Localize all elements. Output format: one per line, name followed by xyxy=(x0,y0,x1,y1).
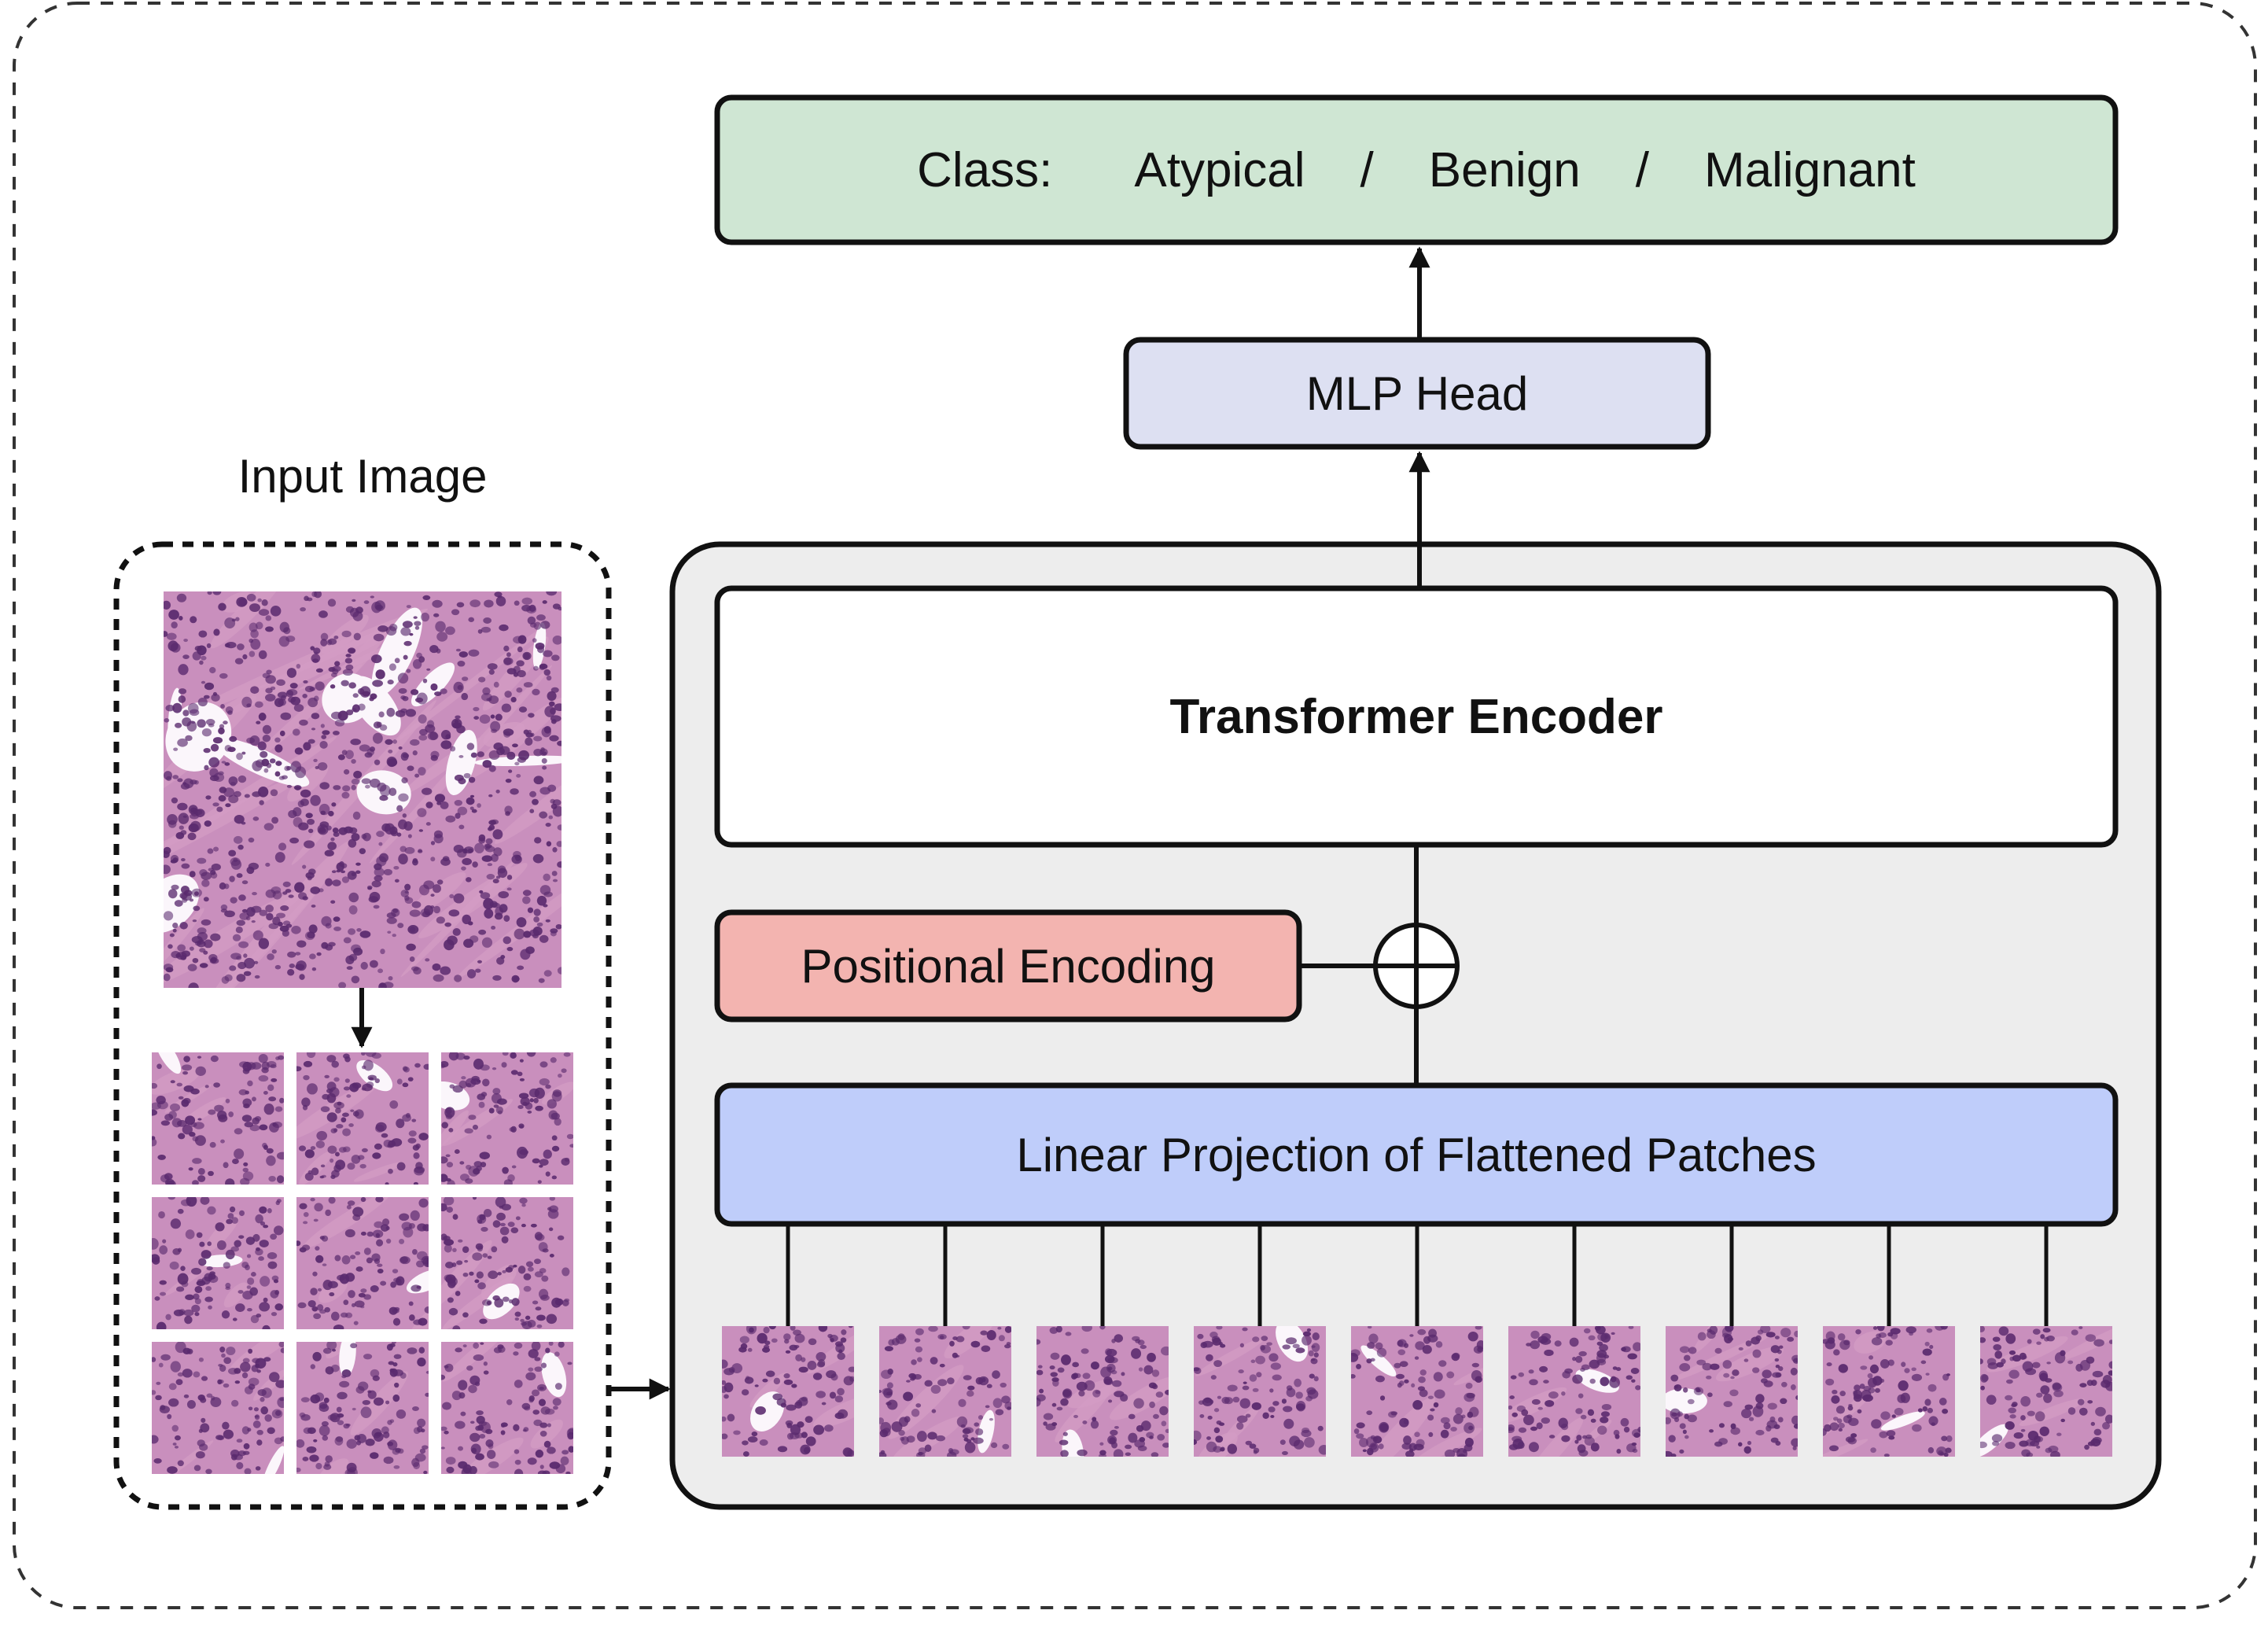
patch-connector-lines xyxy=(786,1224,2049,1326)
sequence-patch xyxy=(1980,1326,2112,1457)
sequence-patch xyxy=(1823,1326,1955,1457)
patch-sequence xyxy=(722,1326,2112,1457)
grid-patch xyxy=(152,1197,284,1329)
sequence-patch xyxy=(1666,1326,1798,1457)
patch-grid xyxy=(152,1052,573,1474)
positional-encoding-box xyxy=(714,909,1302,1022)
transformer-encoder-box xyxy=(714,585,2119,848)
sequence-patch xyxy=(1508,1326,1640,1457)
grid-patch xyxy=(152,1052,284,1185)
grid-patch xyxy=(296,1342,429,1474)
sequence-patch xyxy=(1194,1326,1326,1457)
grid-patch xyxy=(441,1342,573,1474)
sequence-patch xyxy=(1036,1326,1169,1457)
sequence-patch xyxy=(879,1326,1011,1457)
linear-projection-box xyxy=(714,1082,2119,1227)
grid-patch xyxy=(296,1052,429,1185)
input-image-texture xyxy=(164,591,561,988)
grid-patch xyxy=(296,1197,429,1329)
sequence-patch xyxy=(1351,1326,1483,1457)
class-output-box xyxy=(714,94,2119,245)
grid-patch xyxy=(152,1342,284,1474)
sequence-patch xyxy=(722,1326,854,1457)
outer-dashed-frame xyxy=(13,2,2257,1609)
mlp-head-box xyxy=(1123,337,1711,450)
input-histology-image xyxy=(164,591,561,988)
grid-patch xyxy=(441,1052,573,1185)
grid-patch xyxy=(441,1197,573,1329)
add-operator-icon xyxy=(1373,923,1460,1009)
